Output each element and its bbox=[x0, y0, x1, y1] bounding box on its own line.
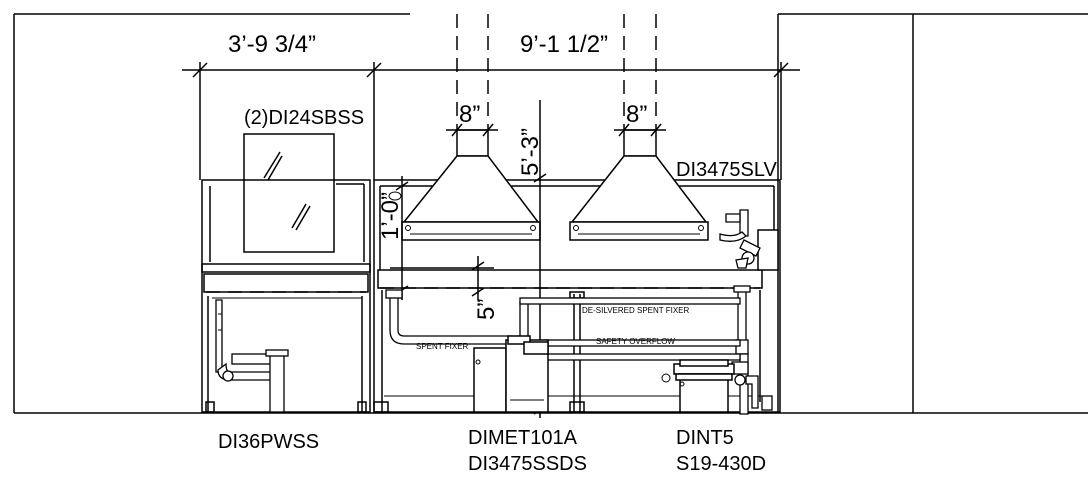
label-unit-center-1: DIMET101A bbox=[468, 427, 578, 449]
dim-right-width: 9’-1 1/2” bbox=[520, 31, 608, 58]
pipe-label-desilvered: DE-SILVERED SPENT FIXER bbox=[582, 306, 690, 315]
dim-shelf-gap: 5” bbox=[473, 299, 500, 320]
exhaust-hood-left bbox=[401, 129, 541, 241]
pipe-label-spent: SPENT FIXER bbox=[416, 342, 469, 351]
label-unit-center-2: DI3475SSDS bbox=[468, 453, 587, 475]
dim-hood-offset: 1’-0” bbox=[377, 192, 404, 240]
faucet bbox=[719, 209, 779, 271]
frame bbox=[13, 13, 1088, 414]
dim-duct-left: 8” bbox=[459, 101, 480, 128]
exhaust-hood-right bbox=[569, 129, 709, 241]
duct-dimension-lines bbox=[446, 123, 666, 137]
top-dimension-line bbox=[182, 62, 800, 180]
mirror bbox=[243, 133, 335, 253]
label-unit-right-2: S19-430D bbox=[676, 453, 766, 475]
duct-dashes bbox=[456, 14, 657, 130]
drain-piping-right bbox=[731, 285, 773, 415]
neutralization-tank bbox=[661, 359, 735, 413]
label-hood-fixture: DI3475SLV bbox=[676, 159, 777, 181]
pipe-label-safety: SAFETY OVERFLOW bbox=[596, 337, 675, 346]
dim-duct-right: 8” bbox=[626, 101, 647, 128]
label-mirror: (2)DI24SBSS bbox=[244, 107, 364, 129]
shelf-gap-dimension bbox=[390, 256, 494, 300]
sink-cabinet-left bbox=[201, 179, 371, 413]
dim-hood-height: 5’-3” bbox=[517, 128, 544, 176]
hood-offset-dimension bbox=[388, 176, 409, 300]
silver-recovery-unit bbox=[473, 335, 549, 413]
drain-piping-left bbox=[215, 299, 289, 413]
label-unit-right-1: DINT5 bbox=[676, 427, 734, 449]
label-sink-left: DI36PWSS bbox=[218, 431, 319, 453]
dim-left-width: 3’-9 3/4” bbox=[228, 31, 316, 58]
